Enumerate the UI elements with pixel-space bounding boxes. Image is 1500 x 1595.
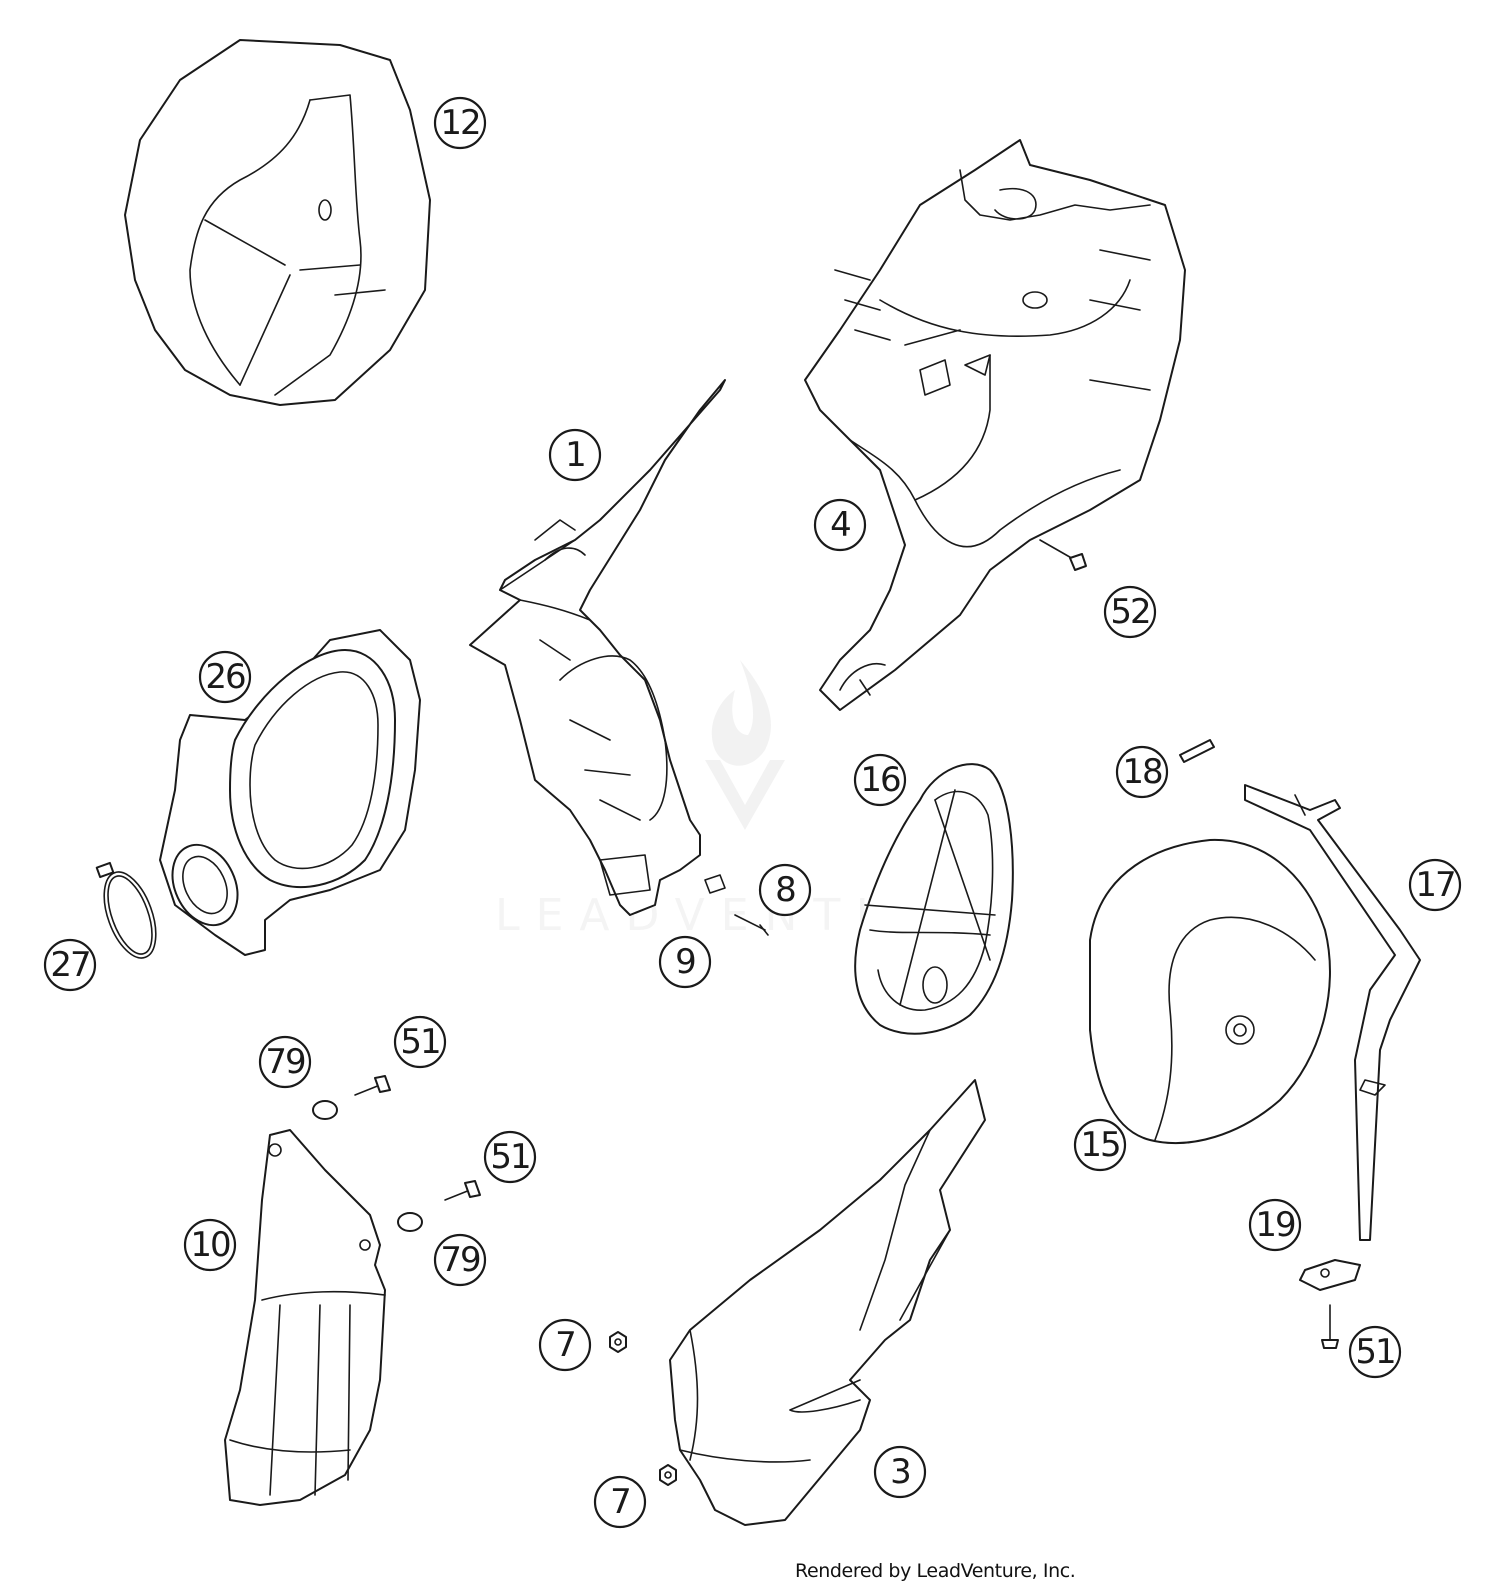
svg-text:51: 51 bbox=[1355, 1332, 1394, 1372]
svg-text:51: 51 bbox=[400, 1022, 439, 1062]
callout-52: 52 bbox=[1103, 585, 1157, 639]
callout-16: 16 bbox=[853, 753, 907, 807]
part-15-filter-element bbox=[1089, 838, 1331, 1144]
part-18-pin bbox=[1179, 739, 1215, 763]
part-51-screw-upper bbox=[354, 1075, 391, 1096]
part-26-air-filter bbox=[159, 629, 421, 956]
callout-27: 27 bbox=[43, 938, 97, 992]
callout-1: 1 bbox=[548, 428, 602, 482]
callout-19: 19 bbox=[1248, 1198, 1302, 1252]
svg-text:51: 51 bbox=[490, 1137, 529, 1177]
callout-12: 12 bbox=[433, 96, 487, 150]
callout-51-right: 51 bbox=[1348, 1325, 1402, 1379]
callout-79-upper: 79 bbox=[258, 1035, 312, 1089]
callout-15: 15 bbox=[1073, 1118, 1127, 1172]
part-12-filter-sleeve bbox=[124, 39, 431, 406]
watermark-v-icon bbox=[705, 760, 785, 830]
svg-text:10: 10 bbox=[190, 1225, 230, 1265]
svg-text:26: 26 bbox=[205, 657, 245, 697]
callout-7-lower: 7 bbox=[593, 1475, 647, 1529]
svg-text:7: 7 bbox=[610, 1482, 630, 1522]
part-79-washer-upper bbox=[312, 1100, 338, 1120]
svg-text:79: 79 bbox=[440, 1240, 480, 1280]
svg-text:7: 7 bbox=[555, 1325, 575, 1365]
part-17-bracket bbox=[1244, 784, 1421, 1241]
part-1-airbox-cover bbox=[469, 379, 726, 916]
part-7-nut-lower bbox=[659, 1464, 677, 1486]
callout-18: 18 bbox=[1115, 745, 1169, 799]
part-9-clip bbox=[704, 874, 726, 894]
part-51-screw-right bbox=[1321, 1304, 1339, 1349]
part-7-nut-upper bbox=[609, 1331, 627, 1353]
callout-4: 4 bbox=[813, 498, 867, 552]
svg-text:15: 15 bbox=[1080, 1125, 1119, 1165]
svg-text:8: 8 bbox=[775, 870, 795, 910]
callout-26: 26 bbox=[198, 650, 252, 704]
part-4-airbox bbox=[804, 139, 1186, 711]
callout-3: 3 bbox=[873, 1445, 927, 1499]
footer-credit: Rendered by LeadVenture, Inc. bbox=[795, 1560, 1076, 1582]
callout-17: 17 bbox=[1408, 858, 1462, 912]
callout-7-upper: 7 bbox=[538, 1318, 592, 1372]
svg-text:52: 52 bbox=[1110, 592, 1149, 632]
callout-10: 10 bbox=[183, 1218, 237, 1272]
svg-text:12: 12 bbox=[440, 103, 479, 143]
part-27-clamp bbox=[95, 861, 157, 959]
callout-8: 8 bbox=[758, 863, 812, 917]
svg-text:1: 1 bbox=[565, 435, 585, 475]
callout-79-lower: 79 bbox=[433, 1233, 487, 1287]
part-19-plate bbox=[1299, 1259, 1361, 1291]
svg-text:17: 17 bbox=[1415, 865, 1454, 905]
part-16-filter-cage bbox=[854, 763, 1014, 1035]
part-10-intake-duct bbox=[224, 1129, 386, 1506]
svg-text:19: 19 bbox=[1255, 1205, 1295, 1245]
part-3-side-cover bbox=[669, 1079, 986, 1526]
svg-text:79: 79 bbox=[265, 1042, 305, 1082]
part-79-washer-lower bbox=[397, 1212, 423, 1232]
svg-text:9: 9 bbox=[675, 942, 695, 982]
svg-text:18: 18 bbox=[1122, 752, 1162, 792]
callout-9: 9 bbox=[658, 935, 712, 989]
part-8-screw bbox=[734, 914, 769, 936]
part-51-screw-middle bbox=[444, 1180, 481, 1201]
watermark-flame-icon bbox=[711, 660, 771, 766]
part-52-screw bbox=[1039, 539, 1087, 571]
callout-51-upper: 51 bbox=[393, 1015, 447, 1069]
callout-51-middle: 51 bbox=[483, 1130, 537, 1184]
svg-text:16: 16 bbox=[860, 760, 900, 800]
svg-text:27: 27 bbox=[50, 945, 89, 985]
svg-text:4: 4 bbox=[830, 505, 850, 545]
svg-text:3: 3 bbox=[890, 1452, 910, 1492]
